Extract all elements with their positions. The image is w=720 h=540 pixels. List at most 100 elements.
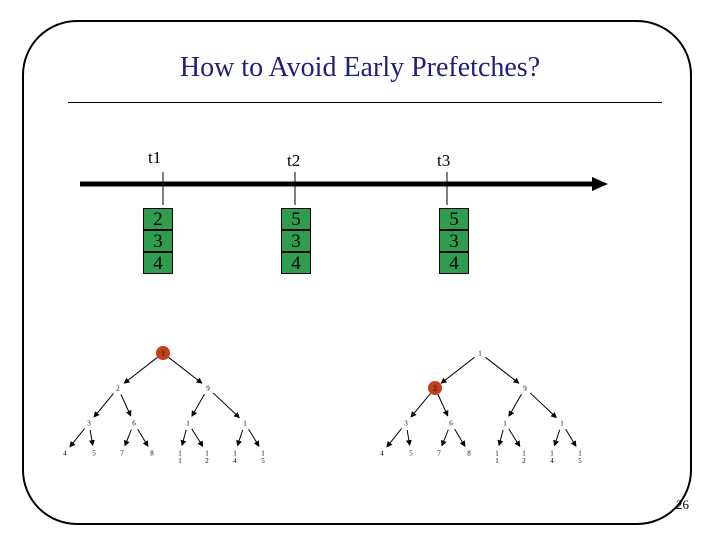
left-tree-node-label: 4: [63, 450, 67, 458]
left-tree-node-label: 1: [233, 450, 237, 458]
timeline-label-t1: t1: [148, 148, 162, 167]
right-tree-node-label: 3: [404, 420, 408, 428]
right-tree-node: [555, 416, 569, 430]
left-tree-node: [115, 446, 129, 460]
left-tree-edge: [69, 428, 86, 448]
left-tree-node: [200, 446, 214, 460]
left-tree-node-label: 5: [92, 450, 96, 458]
left-tree-node: [156, 346, 170, 360]
right-tree-node-label: 8: [467, 450, 471, 458]
timeline-arrow-head: [592, 177, 608, 191]
left-tree-edge: [124, 429, 132, 447]
right-tree-node: [573, 446, 587, 460]
right-tree-edge: [440, 356, 475, 384]
left-tree-node-label: 8: [150, 450, 154, 458]
left-tree-node-subscript: 5: [261, 457, 265, 465]
left-tree-edge: [212, 392, 240, 419]
left-tree-edge: [120, 394, 132, 417]
right-tree-node-label: 9: [523, 385, 527, 393]
stack-cell: 3: [143, 230, 173, 252]
left-tree-node-label: 1: [243, 420, 247, 428]
right-tree-edge: [497, 429, 504, 447]
stack-cell: 5: [281, 208, 311, 230]
left-tree-node: [201, 381, 215, 395]
prefetch-stack-t3: 5 3 4: [439, 208, 469, 274]
title-divider: [68, 102, 662, 103]
left-tree-node-subscript: 2: [205, 457, 209, 465]
left-tree-edge: [137, 428, 149, 447]
right-tree-node: [545, 446, 559, 460]
right-tree-node-subscript: 5: [578, 457, 582, 465]
right-tree-node: [498, 416, 512, 430]
left-tree-edge: [123, 356, 158, 384]
stack-cell: 3: [439, 230, 469, 252]
left-tree-edge: [168, 356, 203, 384]
right-tree-edge: [454, 428, 466, 447]
left-tree-node: [256, 446, 270, 460]
right-tree-edge: [508, 428, 521, 448]
left-tree-edge: [180, 429, 187, 447]
stack-cell: 4: [439, 252, 469, 274]
stack-cell: 3: [281, 230, 311, 252]
left-tree-node-label: 1: [261, 450, 265, 458]
right-tree-edge: [529, 392, 557, 419]
right-tree-node-label: 1: [560, 420, 564, 428]
right-tree-node-label: 4: [380, 450, 384, 458]
right-tree-edge: [437, 394, 449, 417]
left-tree-edge: [248, 428, 260, 447]
left-tree-edge: [191, 393, 205, 417]
left-tree-edge: [191, 428, 204, 448]
left-tree-node: [82, 416, 96, 430]
left-tree-node-label: 2: [116, 385, 120, 393]
right-tree-node: [375, 446, 389, 460]
right-tree-node-label: 2: [433, 385, 437, 393]
right-tree-edge: [386, 428, 403, 448]
prefetch-stack-t1: 2 3 4: [143, 208, 173, 274]
left-tree-node-subscript: 4: [233, 457, 237, 465]
right-tree-node-label: 1: [578, 450, 582, 458]
left-tree-node-label: 6: [132, 420, 136, 428]
right-tree-node: [404, 446, 418, 460]
right-tree-node-label: 6: [449, 420, 453, 428]
right-tree-edge: [410, 393, 431, 418]
right-tree-node: [462, 446, 476, 460]
right-tree-node-subscript: 4: [550, 457, 554, 465]
left-tree-node-label: 1: [178, 450, 182, 458]
left-tree-node: [228, 446, 242, 460]
stack-cell: 5: [439, 208, 469, 230]
right-tree-node: [428, 381, 442, 395]
left-tree-node: [127, 416, 141, 430]
right-tree-node-label: 1: [503, 420, 507, 428]
left-tree-node: [181, 416, 195, 430]
timeline-label-t2: t2: [287, 151, 301, 170]
prefetch-stack-t2: 5 3 4: [281, 208, 311, 274]
slide-frame: [22, 20, 692, 525]
right-tree-node: [517, 446, 531, 460]
right-tree-node-label: 1: [495, 450, 499, 458]
right-tree-node-label: 5: [409, 450, 413, 458]
left-tree-edge: [236, 429, 244, 447]
right-tree-edge: [485, 356, 520, 384]
right-tree-node: [473, 346, 487, 360]
right-tree-node-label: 1: [550, 450, 554, 458]
stack-cell: 4: [281, 252, 311, 274]
left-tree-node-label: 7: [120, 450, 124, 458]
left-tree-node-subscript: 1: [178, 457, 182, 465]
right-tree-node: [399, 416, 413, 430]
right-tree-node: [444, 416, 458, 430]
right-tree-edge: [405, 429, 412, 447]
right-tree-node-label: 7: [437, 450, 441, 458]
right-tree-node-label: 1: [522, 450, 526, 458]
left-tree-node: [58, 446, 72, 460]
right-tree-edge: [508, 393, 522, 417]
left-tree-node-label: 9: [206, 385, 210, 393]
left-tree-node: [87, 446, 101, 460]
left-tree-edge: [93, 393, 114, 418]
right-tree-node: [432, 446, 446, 460]
left-tree-node: [145, 446, 159, 460]
left-tree-node: [173, 446, 187, 460]
left-tree-node: [111, 381, 125, 395]
right-tree-edge: [441, 429, 449, 447]
